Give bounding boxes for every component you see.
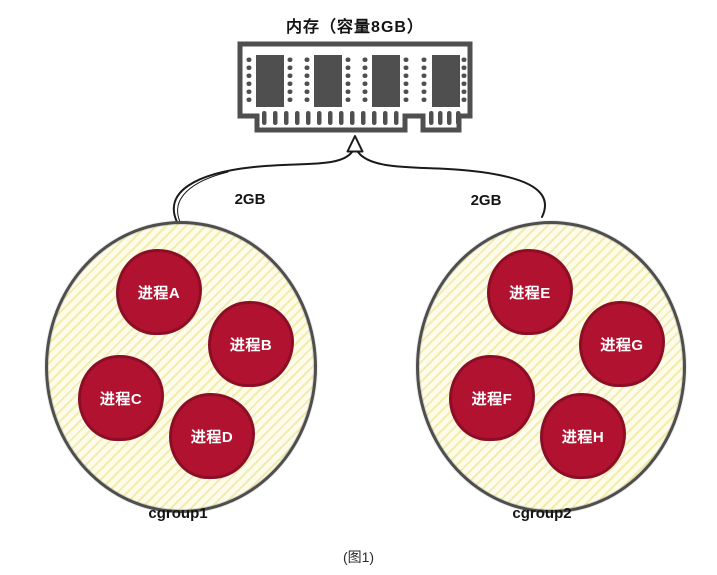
figure-caption: (图1): [342, 549, 375, 565]
cgroup1-label: cgroup1: [148, 505, 208, 522]
cgroup2-label: cgroup2: [512, 505, 572, 522]
process-circle: 进程A: [116, 249, 202, 335]
process-circle: 进程B: [208, 301, 294, 387]
cgroup1-circle: 进程A 进程B 进程C 进程D: [45, 221, 317, 513]
cgroup2-circle: 进程E 进程G 进程F 进程H: [416, 221, 686, 513]
process-circle: 进程F: [449, 355, 535, 441]
memory-title: 内存（容量8GB）: [286, 19, 424, 36]
arrows-to-memory-icon: [172, 135, 546, 223]
process-circle: 进程E: [487, 249, 573, 335]
process-circle: 进程D: [169, 393, 255, 479]
right-2gb-label: 2GB: [470, 192, 502, 209]
left-2gb-label: 2GB: [234, 191, 266, 208]
process-circle: 进程H: [540, 393, 626, 479]
memory-module-icon: [237, 41, 473, 133]
process-circle: 进程C: [78, 355, 164, 441]
process-circle: 进程G: [579, 301, 665, 387]
